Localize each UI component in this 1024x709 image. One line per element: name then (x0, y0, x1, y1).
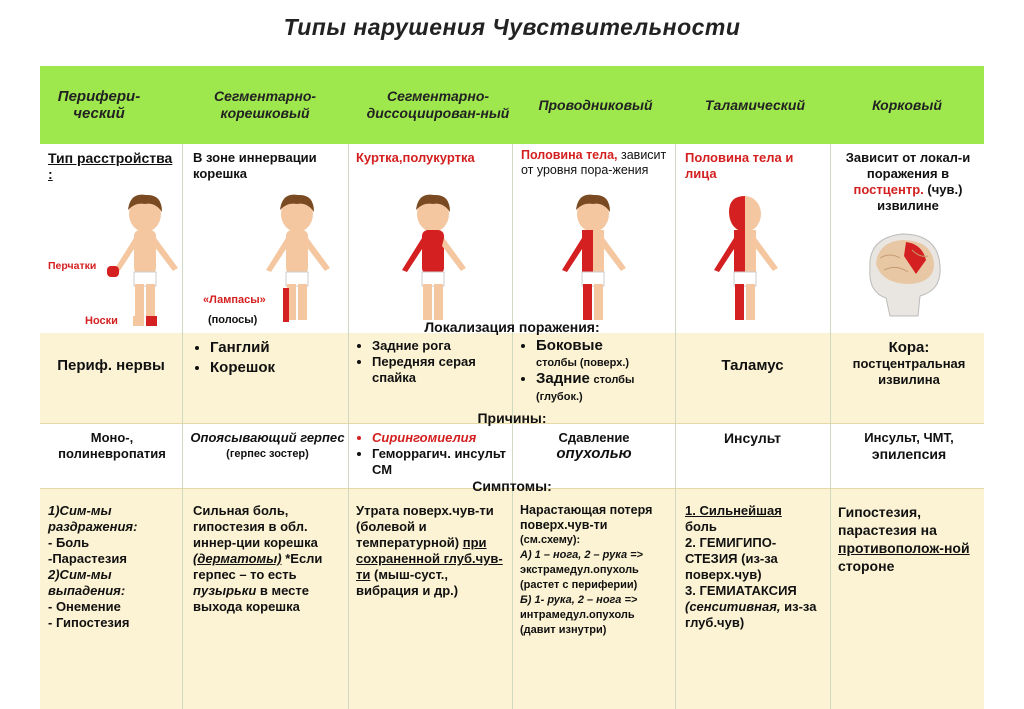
cause-peripheral: Моно-, полиневропатия (58, 430, 166, 461)
type-dissociated: Куртка,полукуртка (356, 150, 475, 165)
cause-thalamic: Инсульт (723, 430, 782, 446)
page-title: Типы нарушения Чувствительности (283, 14, 741, 40)
stripes-label: «Лампасы» (203, 294, 266, 306)
type-thalamic: Половина тела и лица (685, 150, 794, 181)
loc-item: Корешок (210, 358, 344, 378)
type-conductive: Половина тела, зависит от уровня пора-же… (521, 148, 671, 178)
sym-thalamic: 1. Сильнейшая боль 2. ГЕМИГИПО-СТЕЗИЯ (и… (685, 503, 817, 630)
header-peripheral: Перифери-ческий (57, 88, 141, 122)
type-cortical-red: постцентр. (853, 182, 924, 197)
loc-peripheral: Периф. нервы (57, 357, 165, 374)
figure-radicular (266, 194, 330, 322)
header-conductive: Проводниковый (538, 96, 653, 113)
section-causes: Причины: (477, 410, 547, 426)
column-divider (675, 144, 676, 709)
column-divider (830, 144, 831, 709)
type-radicular: В зоне иннервации корешка (193, 150, 317, 181)
figure-conductive (562, 194, 626, 320)
column-divider (348, 144, 349, 709)
type-label: Тип расстройства : (48, 150, 173, 182)
type-conductive-rest: зависит от уровня пора-жения (521, 148, 667, 177)
header-cortical: Корковый (872, 96, 942, 113)
header-row: Перифери-ческий Сегментарно-корешковый С… (40, 66, 984, 144)
sym-radicular: Сильная боль, гипостезия в обл. иннер-ци… (193, 503, 323, 614)
loc-item: Передняя серая спайка (372, 354, 508, 386)
column-divider (512, 144, 513, 709)
type-cortical-a: Зависит от локал-и поражения в (845, 150, 971, 181)
socks-label: Носки (85, 315, 118, 327)
sym-peripheral: 1)Сим-мы раздражения: - Боль -Парастезия… (48, 503, 138, 630)
header-thalamic: Таламический (704, 96, 806, 113)
figure-dissociated (402, 194, 466, 320)
figure-thalamic (714, 196, 778, 320)
section-localization: Локализация поражения: (424, 319, 600, 335)
loc-radicular: ГанглийКорешок (194, 338, 344, 378)
loc-item: Ганглий (210, 338, 344, 358)
cause-item: Геморрагич. инсульт СМ (372, 446, 508, 478)
loc-cortical: Кора: постцентральная извилина (852, 339, 966, 388)
cause-cortical: Инсульт, ЧМТ, эпилепсия (864, 430, 954, 462)
type-cortical: Зависит от локал-и поражения в постцентр… (838, 150, 978, 214)
loc-dissociated: Задние рогаПередняя серая спайка (356, 338, 508, 386)
section-symptoms: Симптомы: (472, 478, 552, 494)
stripes-sub: (полосы) (208, 314, 258, 326)
cause-conductive: Сдавление опухолью (556, 430, 632, 462)
sym-cortical: Гипостезия, парастезия на противополож-н… (838, 504, 970, 574)
gloves-label: Перчатки (48, 260, 97, 272)
figure-peripheral (107, 194, 178, 326)
loc-item: Задние рога (372, 338, 508, 354)
cause-radicular: Опоясывающий герпес (герпес зостер) (190, 430, 345, 460)
sym-conductive: Нарастающая потеря поверх.чув-ти (см.схе… (520, 503, 653, 636)
type-cortical-b: (чув.) извилине (877, 182, 963, 213)
sym-dissociated: Утрата поверх.чув-ти (болевой и температ… (356, 503, 503, 598)
loc-thalamic: Таламус (721, 357, 784, 374)
header-segmental-dissociated: Сегментарно-диссоциирован-ный (366, 88, 510, 121)
brain-icon (869, 233, 941, 317)
header-segmental-radicular: Сегментарно-корешковый (213, 88, 317, 121)
cause-dissociated: СирингомиелияГеморрагич. инсульт СМ (356, 430, 508, 478)
cause-item: Сирингомиелия (372, 430, 508, 446)
loc-item: Задние столбы (глубок.) (536, 371, 672, 405)
column-divider (182, 144, 183, 709)
type-conductive-red: Половина тела, (521, 148, 618, 162)
